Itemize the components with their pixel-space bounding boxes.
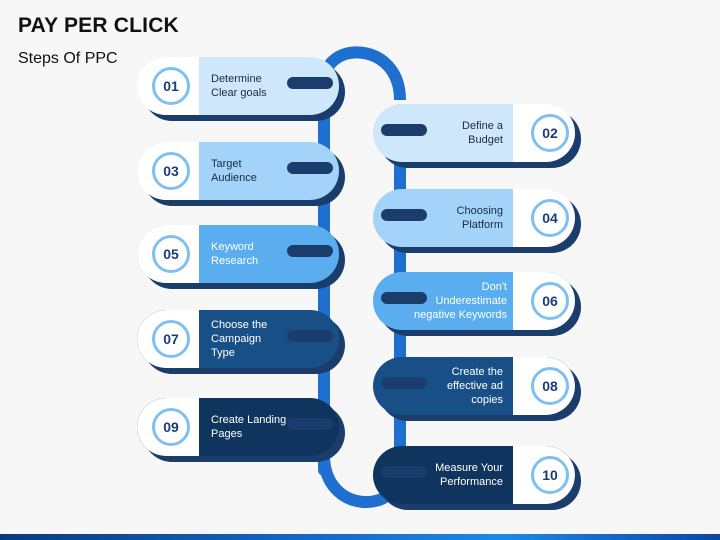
step-07: 07 Choose the Campaign Type (137, 310, 345, 374)
step-label-text: Don't Underestimate negative Keywords (414, 281, 507, 321)
step-06: 06 Don't Underestimate negative Keywords (373, 272, 581, 336)
step-08: 08 Create the effective ad copies (373, 357, 581, 421)
step-number-badge: 09 (152, 408, 190, 446)
step-01: 01 Determine Clear goals (137, 57, 345, 121)
step-label-text: Create Landing Pages (211, 414, 287, 440)
step-body (137, 57, 339, 115)
step-label: Don't Underestimate negative Keywords (403, 272, 507, 330)
step-label: Keyword Research (211, 225, 287, 283)
step-02: 02 Define a Budget (373, 104, 581, 168)
step-label-text: Measure Your Performance (435, 462, 503, 488)
step-label: Determine Clear goals (211, 57, 287, 115)
step-label: Choosing Platform (433, 189, 503, 247)
step-slot (381, 466, 427, 478)
step-label-text: Target Audience (211, 158, 257, 184)
step-number-badge: 07 (152, 320, 190, 358)
step-number-badge: 01 (152, 67, 190, 105)
step-label: Create the effective ad copies (433, 357, 503, 415)
step-number-badge: 02 (531, 114, 569, 152)
step-slot (287, 245, 333, 257)
page-title: PAY PER CLICK (18, 14, 179, 37)
step-number: 01 (163, 78, 179, 94)
step-number: 10 (542, 467, 558, 483)
step-number: 08 (542, 378, 558, 394)
step-number: 05 (163, 246, 179, 262)
step-number-badge: 04 (531, 199, 569, 237)
step-label-text: Define a Budget (462, 120, 503, 146)
step-03: 03 Target Audience (137, 142, 345, 206)
step-number: 06 (542, 293, 558, 309)
step-number-badge: 03 (152, 152, 190, 190)
step-label-text: Choose the Campaign Type (211, 319, 268, 359)
step-number: 02 (542, 125, 558, 141)
step-number: 03 (163, 163, 179, 179)
step-number-badge: 10 (531, 456, 569, 494)
step-label: Choose the Campaign Type (211, 310, 287, 368)
step-09: 09 Create Landing Pages (137, 398, 345, 462)
step-slot (287, 77, 333, 89)
step-05: 05 Keyword Research (137, 225, 345, 289)
step-slot (381, 209, 427, 221)
step-label-text: Determine Clear goals (211, 73, 267, 99)
step-number-badge: 08 (531, 367, 569, 405)
step-label-text: Choosing Platform (456, 205, 503, 231)
step-number: 09 (163, 419, 179, 435)
step-label: Define a Budget (433, 104, 503, 162)
step-number: 07 (163, 331, 179, 347)
step-slot (287, 330, 333, 342)
step-label: Measure Your Performance (433, 446, 503, 504)
step-slot (287, 418, 333, 430)
step-number: 04 (542, 210, 558, 226)
step-04: 04 Choosing Platform (373, 189, 581, 253)
step-10: 10 Measure Your Performance (373, 446, 581, 510)
step-slot (381, 377, 427, 389)
step-slot (381, 124, 427, 136)
step-slot (381, 292, 427, 304)
step-label-text: Create the effective ad copies (446, 366, 503, 406)
page-subtitle: Steps Of PPC (18, 50, 118, 67)
step-label-text: Keyword Research (211, 241, 259, 267)
step-number-badge: 05 (152, 235, 190, 273)
step-number-badge: 06 (531, 282, 569, 320)
bottom-accent-bar (0, 534, 720, 540)
step-label: Target Audience (211, 142, 287, 200)
step-slot (287, 162, 333, 174)
step-label: Create Landing Pages (211, 398, 287, 456)
